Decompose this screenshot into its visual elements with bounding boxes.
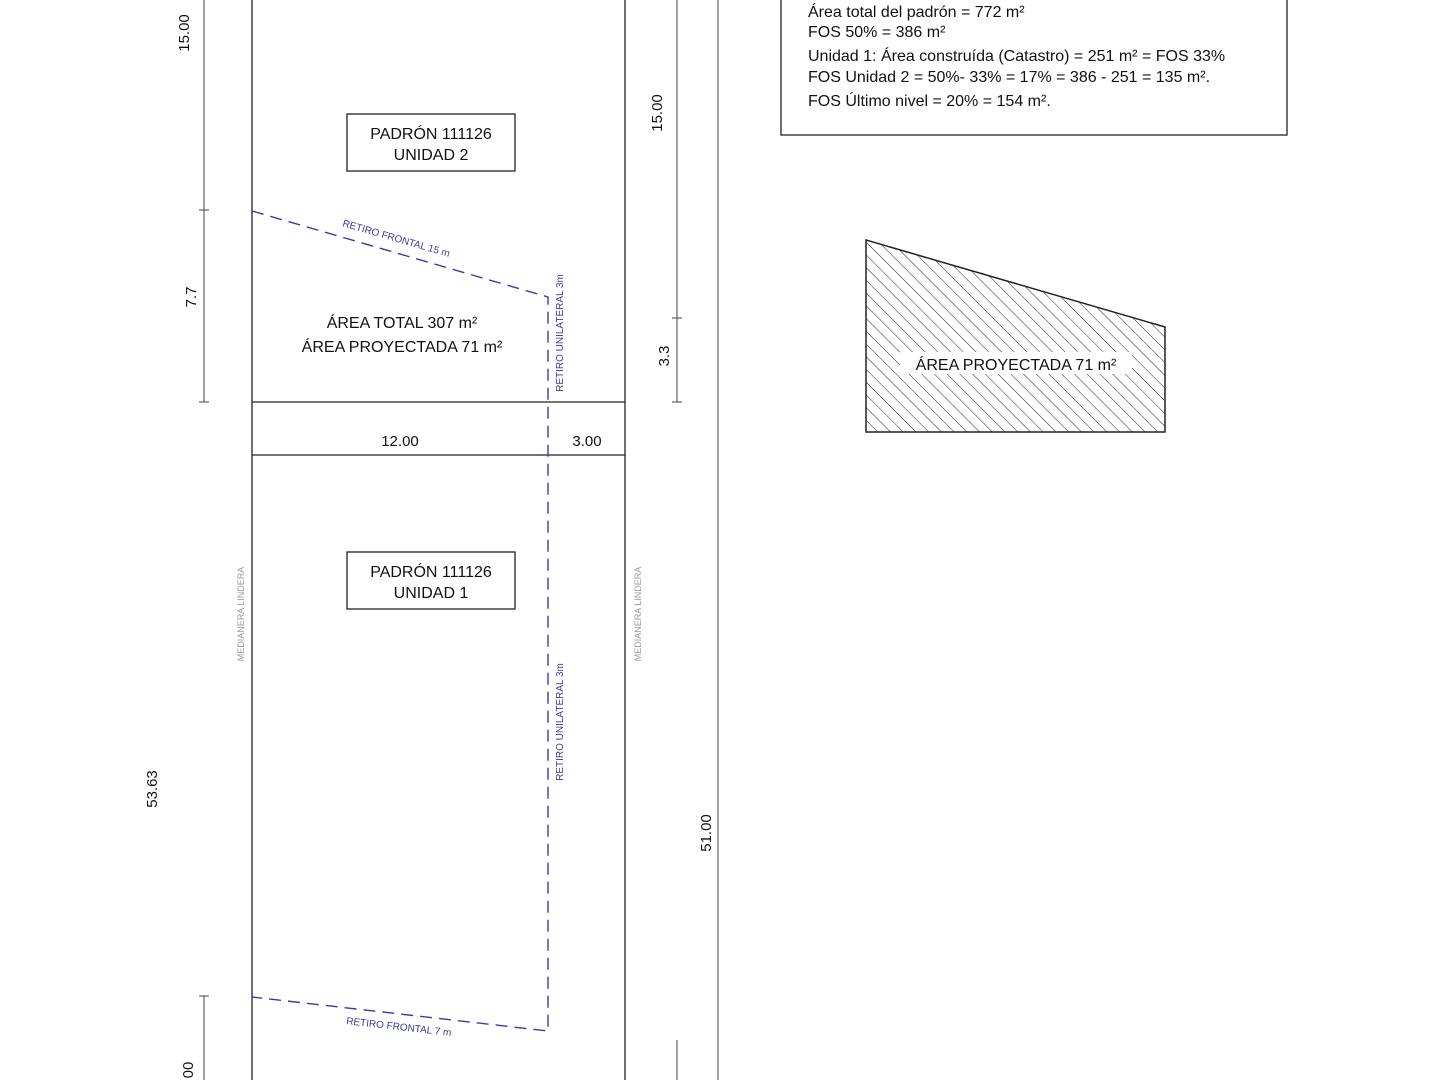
note-line-1: Área total del padrón = 772 m² bbox=[808, 2, 1025, 21]
retiro-unilateral-bottom-label: RETIRO UNILATERAL 3m bbox=[555, 663, 566, 781]
unit-1-padron: PADRÓN 111126 bbox=[370, 562, 492, 581]
unit-2-name: UNIDAD 2 bbox=[394, 147, 469, 164]
hatch-area-label: ÁREA PROYECTADA 71 m² bbox=[916, 355, 1117, 374]
unit-1-name: UNIDAD 1 bbox=[394, 585, 469, 602]
projected-area-hatch bbox=[865, 239, 1166, 433]
note-line-4: FOS Unidad 2 = 50%- 33% = 17% = 386 - 25… bbox=[808, 69, 1210, 86]
setback-lines bbox=[251, 210, 549, 1032]
dim-left-top: 15.00 bbox=[176, 14, 193, 52]
medianera-right-label: MEDIANERA LINDERA bbox=[633, 567, 643, 662]
medianera-left-label: MEDIANERA LINDERA bbox=[236, 567, 246, 662]
retiro-unilateral-top-label: RETIRO UNILATERAL 3m bbox=[555, 274, 566, 392]
dim-right-top: 15.00 bbox=[649, 94, 666, 132]
dim-left-bottom: 00 bbox=[180, 1062, 197, 1079]
dim-left-total: 53.63 bbox=[144, 770, 161, 808]
area-proyectada-label: ÁREA PROYECTADA 71 m² bbox=[302, 337, 503, 356]
dim-right-mid: 3.3 bbox=[656, 346, 673, 367]
unit-1-label-box bbox=[346, 551, 516, 610]
area-total-label: ÁREA TOTAL 307 m² bbox=[327, 313, 478, 332]
hatch-label-background bbox=[900, 352, 1132, 374]
note-line-3: Unidad 1: Área construída (Catastro) = 2… bbox=[808, 46, 1225, 65]
dim-left-mid: 7.7 bbox=[183, 287, 200, 308]
note-line-2: FOS 50% = 386 m² bbox=[808, 24, 946, 41]
dim-right-total: 51.00 bbox=[698, 814, 715, 852]
dim-width-side: 3.00 bbox=[572, 433, 601, 450]
unit-2-padron: PADRÓN 111126 bbox=[370, 124, 492, 143]
retiro-frontal-7-label: RETIRO FRONTAL 7 m bbox=[346, 1016, 452, 1039]
unit-2-label-box bbox=[346, 113, 516, 172]
notes-box bbox=[780, 0, 1288, 136]
dim-width-main: 12.00 bbox=[381, 433, 419, 450]
retiro-frontal-15-label: RETIRO FRONTAL 15 m bbox=[341, 218, 451, 260]
note-line-5: FOS Último nivel = 20% = 154 m². bbox=[808, 91, 1051, 110]
